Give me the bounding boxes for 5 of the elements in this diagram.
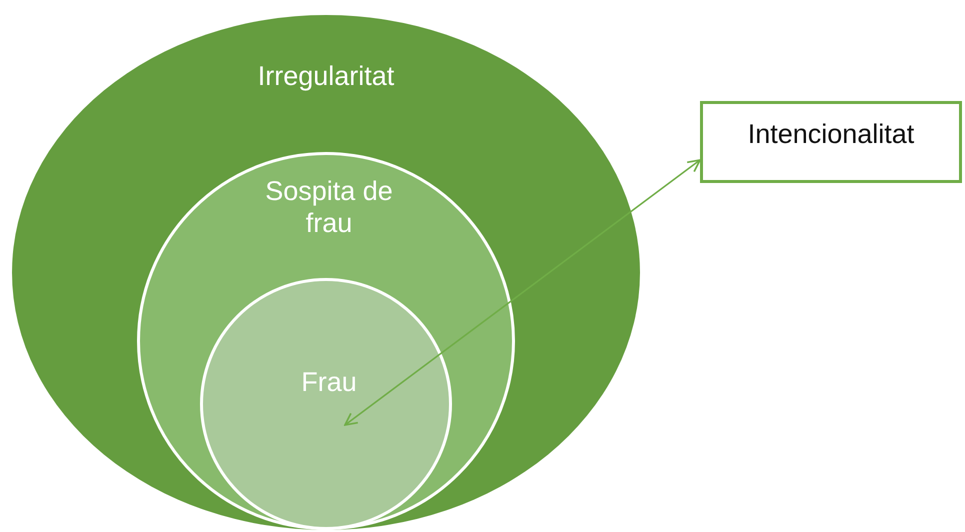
region-label: Frau (300, 366, 358, 398)
region-label: Sospita de frau (264, 175, 394, 239)
double-arrow (344, 159, 701, 426)
region-label: Irregularitat (256, 60, 396, 92)
concept-box: Intencionalitat (700, 101, 962, 183)
